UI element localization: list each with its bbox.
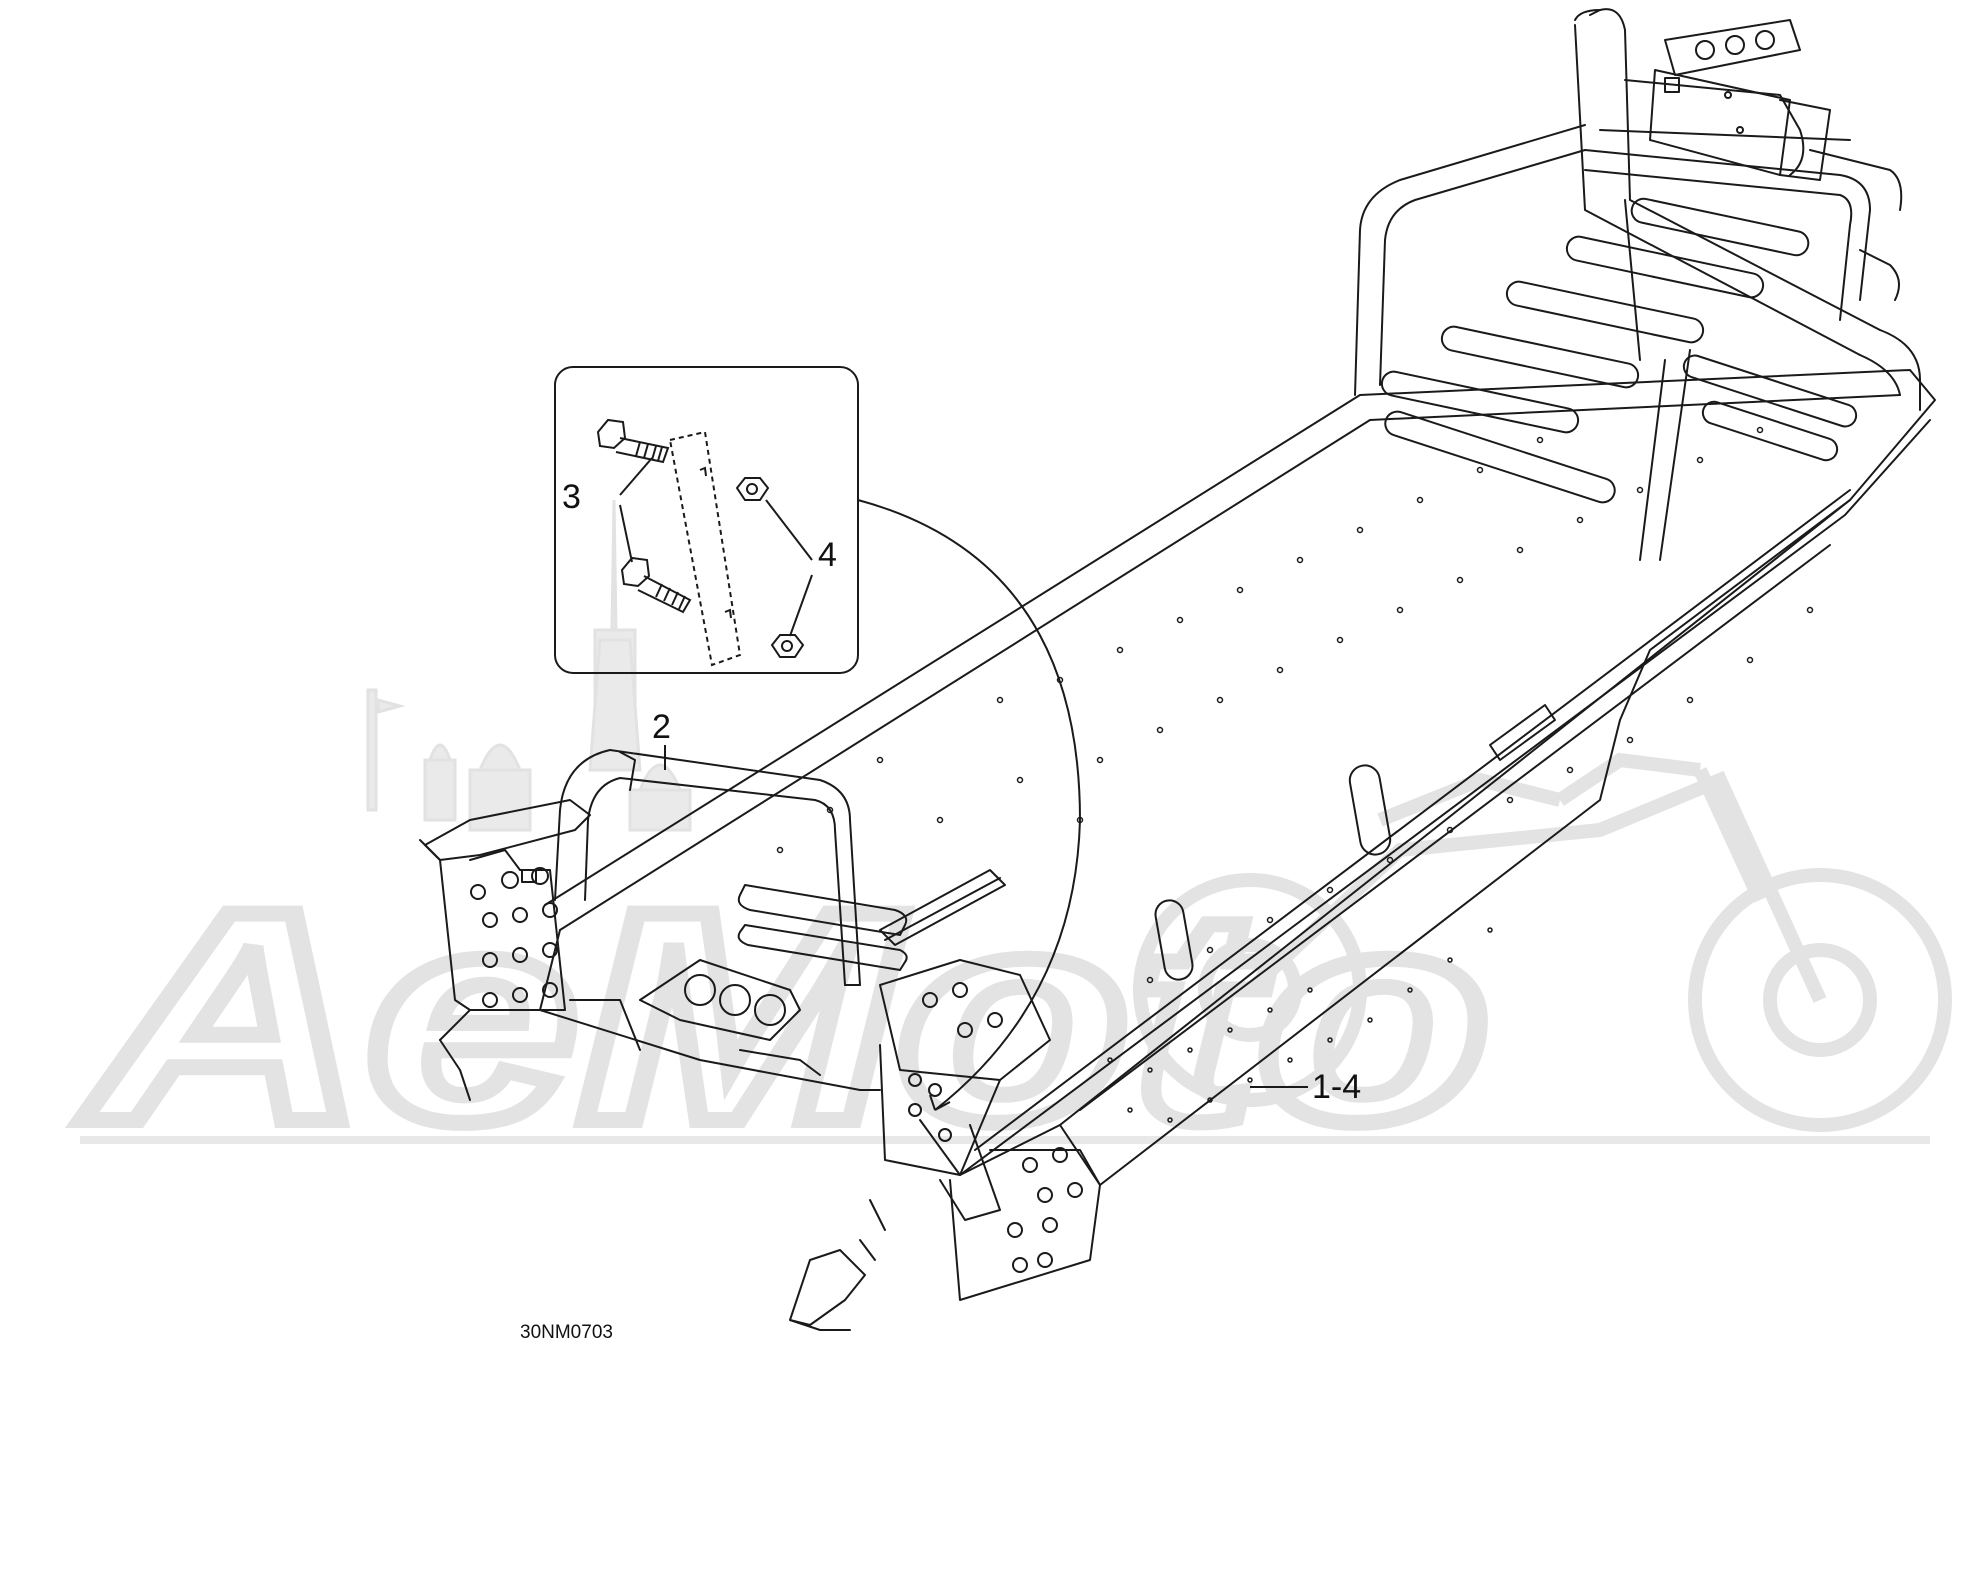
rear-hitch-plate xyxy=(1649,19,1831,181)
deck-outline xyxy=(544,369,1936,1176)
skirt-fitting xyxy=(1489,704,1556,761)
callout-nuts: 4 xyxy=(818,536,837,574)
side-slot-2 xyxy=(1154,899,1194,981)
front-left-bracket xyxy=(419,799,591,1101)
side-skirt-lower xyxy=(949,1179,1101,1301)
skirt-groove xyxy=(1079,544,1831,1111)
inset-bolt-upper xyxy=(596,418,670,464)
sled-body-drawing xyxy=(419,8,1936,1331)
watermark: AeMoto xyxy=(70,499,1952,1192)
inset-clamp-strap xyxy=(668,430,742,667)
inset-strap-slot-2 xyxy=(724,608,732,619)
front-right-bracket xyxy=(879,959,1101,1273)
inset-nut-upper xyxy=(735,477,770,501)
watermark-skyline xyxy=(366,499,692,832)
inset-strap-slot-1 xyxy=(699,466,707,477)
drawing-code: 30NM0703 xyxy=(520,1322,613,1343)
callout-rear-bumper: 2 xyxy=(652,708,671,746)
side-slot-1 xyxy=(1348,764,1392,856)
callout-bolts: 3 xyxy=(562,478,581,516)
front-bumper xyxy=(554,749,861,986)
deck-right-rail-2 xyxy=(974,489,1851,1151)
inset-frame xyxy=(554,366,859,674)
front-deck-slot xyxy=(737,884,908,936)
inset-nut-lower xyxy=(770,634,805,658)
inset-bolt-lower xyxy=(620,556,692,614)
front-center-plate xyxy=(569,959,821,1076)
leader-nuts xyxy=(765,499,813,637)
ski-skid xyxy=(789,1199,886,1331)
leader-bolts xyxy=(619,457,653,563)
inset-zoom-arrow xyxy=(929,1094,951,1111)
inset-detail-box xyxy=(554,366,1082,1111)
deck-holes xyxy=(776,426,1814,1123)
rear-cargo-rack xyxy=(1354,8,1921,561)
deck-rail-channel-inner xyxy=(884,877,1001,941)
front-deck-slot-2 xyxy=(737,924,908,971)
watermark-motorcycle xyxy=(1133,752,1952,1132)
deck-rail-channel xyxy=(879,869,1006,946)
callout-assembly: 1-4 xyxy=(1312,1068,1362,1106)
front-deck-edge xyxy=(539,929,881,1091)
deck-right-rail xyxy=(959,419,1931,1176)
inset-zoom-arc xyxy=(857,499,1082,1111)
cargo-slats xyxy=(1380,197,1858,504)
